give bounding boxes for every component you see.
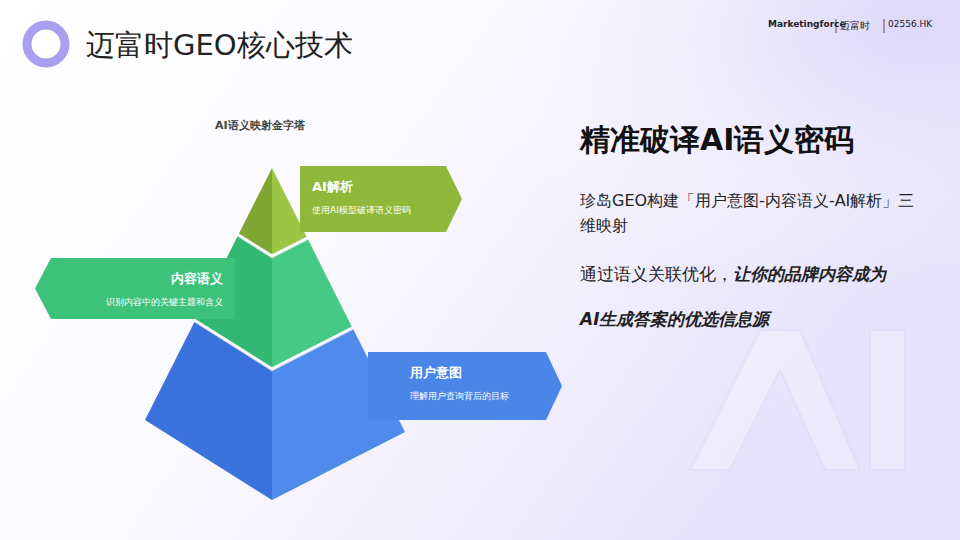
callout-body: 识别内容中的关键主题和含义 (61, 296, 223, 309)
callout-heading: 用户意图 (410, 364, 536, 382)
headline: 精准破译AI语义密码 (580, 120, 854, 161)
callout-body: 使用AI模型破译语义密码 (312, 204, 436, 217)
callout-banner: 内容语义识别内容中的关键主题和含义 (35, 258, 235, 319)
body-paragraph: 通过语义关联优化，让你的品牌内容成为 AI生成答案的优选信息源 (580, 252, 910, 342)
stock-code: 02556.HK (888, 19, 932, 29)
banner-fill (300, 166, 462, 232)
callout-banner: AI解析使用AI模型破译语义密码 (300, 166, 462, 232)
logo-text: Marketingforce (768, 19, 846, 29)
pyramid-face (145, 322, 272, 500)
banner-shape (300, 166, 462, 232)
tier-edge (238, 236, 308, 258)
callout-heading: 内容语义 (61, 270, 223, 288)
callout-banner: 用户意图理解用户查询背后的目标 (368, 352, 562, 420)
body-text: 珍岛GEO构建「用户意图-内容语义-AI解析」三维映射 (580, 188, 930, 238)
tier-edge (195, 322, 354, 371)
banner-shape (368, 352, 562, 420)
body-text: 通过语义关联优化， (580, 264, 733, 284)
callout-heading: AI解析 (312, 178, 436, 196)
logo-text: 迈富时 (840, 19, 870, 33)
slide-title: 迈富时GEO核心技术 (86, 26, 353, 66)
callout-body: 理解用户查询背后的目标 (410, 390, 536, 403)
banner-fill (35, 258, 235, 319)
banner-shape (35, 258, 235, 319)
diagram-caption: AI语义映射金字塔 (215, 118, 305, 133)
banner-fill (368, 352, 562, 420)
